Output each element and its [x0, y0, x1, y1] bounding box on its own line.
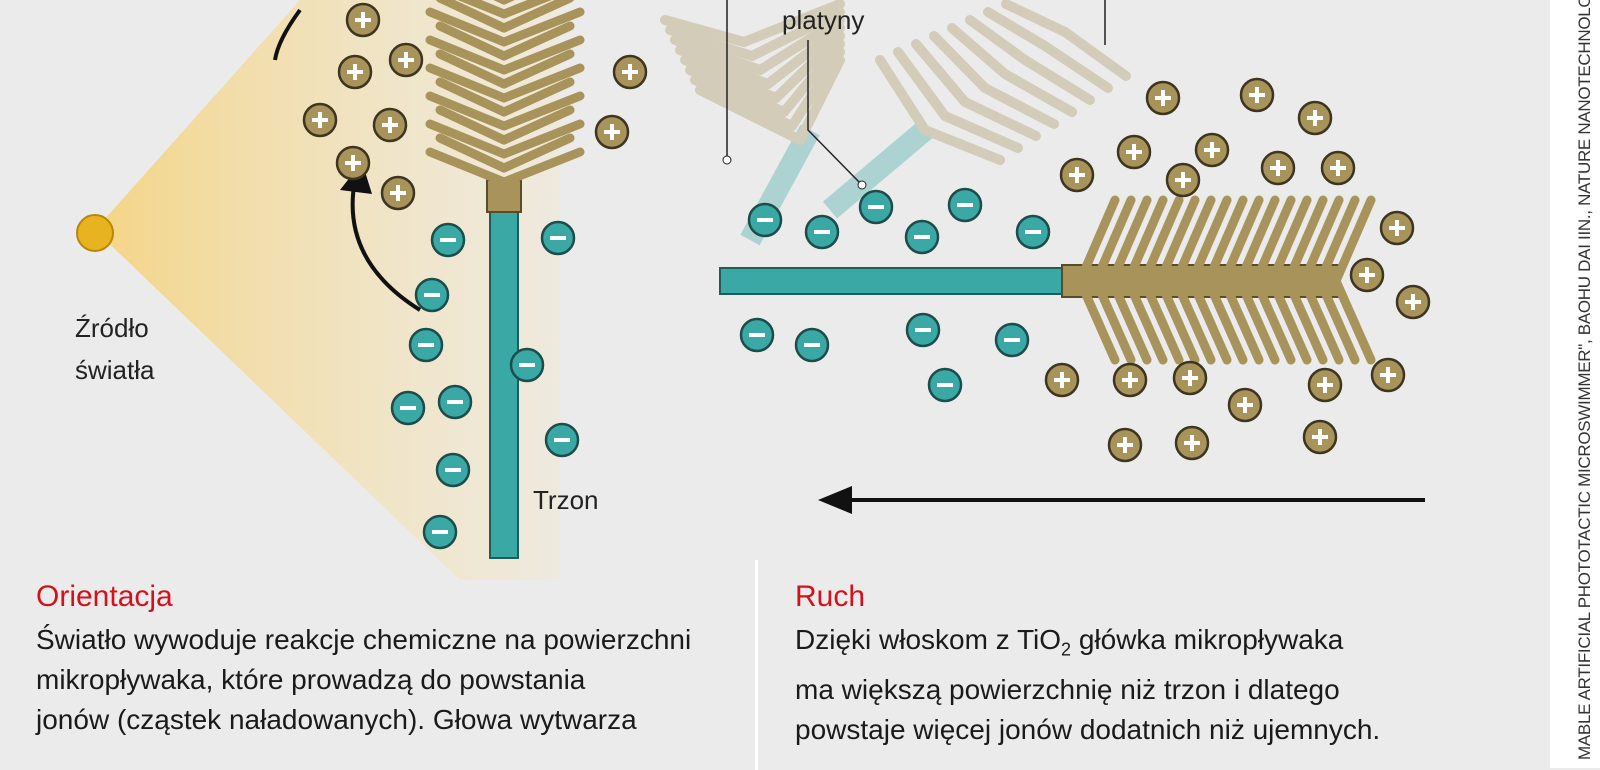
positive-ion-icon: [302, 102, 338, 138]
positive-ion-icon: [337, 54, 373, 90]
positive-ion-icon: [1307, 367, 1343, 403]
negative-ion-icon: [804, 214, 840, 250]
negative-ion-icon: [904, 219, 940, 255]
label-light-source-2: światła: [75, 355, 155, 385]
heading-motion: Ruch: [795, 580, 866, 613]
negative-ion-icon: [390, 390, 426, 426]
text-line: powstaje więcej jonów dodatnich niż ujem…: [795, 713, 1381, 745]
negative-ion-icon: [435, 452, 471, 488]
light-beam: [95, 0, 560, 580]
heading-orientation: Orientacja: [36, 580, 173, 613]
positive-ion-icon: [1395, 284, 1431, 320]
ghost-swimmers: [660, 0, 1131, 246]
head-horizontal-hairs: [1075, 195, 1376, 365]
negative-ion-icon: [1015, 214, 1051, 250]
label-platinum: platyny: [782, 5, 865, 35]
text-line: mikropływaka, które prowadzą do powstani…: [36, 664, 586, 695]
negative-ion-icon: [994, 322, 1030, 358]
positive-ion-icon: [1370, 357, 1406, 393]
positive-ion-icon: [1320, 150, 1356, 186]
positive-ion-icon: [1349, 257, 1385, 293]
positive-ion-icon: [1194, 132, 1230, 168]
positive-ion-icon: [1172, 360, 1208, 396]
negative-ion-icon: [414, 277, 450, 313]
positive-ion-icon: [1044, 362, 1080, 398]
positive-ion-icon: [1239, 77, 1275, 113]
positive-ion-icon: [1379, 210, 1415, 246]
positive-ion-icon: [1174, 425, 1210, 461]
motion-text: Dzięki włoskom z TiO2 główka mikropływak…: [795, 620, 1380, 750]
shaft-vertical: [489, 209, 519, 559]
negative-ion-icon: [408, 327, 444, 363]
positive-ion-icon: [380, 175, 416, 211]
negative-ion-icon: [794, 327, 830, 363]
rotation-arrow-top: [273, 8, 302, 61]
motion-arrow-head: [818, 486, 852, 514]
shaft-horizontal: [719, 267, 1066, 295]
positive-ion-icon: [1260, 150, 1296, 186]
negative-ion-icon: [858, 189, 894, 225]
head-vertical-hairs: [425, 0, 585, 187]
text-line: jonów (cząstek naładowanych). Głowa wytw…: [36, 704, 637, 735]
positive-ion-icon: [612, 54, 648, 90]
positive-ion-icon: [1297, 100, 1333, 136]
light-source-icon: [76, 214, 114, 252]
negative-ion-icon: [739, 317, 775, 353]
positive-ion-icon: [594, 114, 630, 150]
orientation-text: Światło wywoduje reakcje chemiczne na po…: [36, 620, 691, 740]
label-shaft: Trzon: [533, 485, 599, 515]
positive-ion-icon: [1165, 162, 1201, 198]
positive-ion-icon: [1059, 157, 1095, 193]
positive-ion-icon: [1145, 80, 1181, 116]
positive-ion-icon: [388, 42, 424, 78]
label-light-source-1: Źródło: [75, 313, 149, 343]
negative-ion-icon: [430, 222, 466, 258]
positive-ion-icon: [1227, 387, 1263, 423]
positive-ion-icon: [335, 145, 371, 181]
credit-strip: [1550, 0, 1600, 768]
negative-ion-icon: [540, 220, 576, 256]
negative-ion-icon: [437, 384, 473, 420]
rotation-arrow: [350, 179, 422, 312]
negative-ion-icon: [927, 367, 963, 403]
negative-ion-icon: [544, 422, 580, 458]
text-line: Światło wywoduje reakcje chemiczne na po…: [36, 624, 692, 655]
source-credit: MABLE ARTIFICIAL PHOTOTACTIC MICROSWIMME…: [1575, 0, 1594, 760]
positive-ion-icon: [372, 107, 408, 143]
negative-ion-icon: [422, 514, 458, 550]
positive-ion-icon: [1116, 134, 1152, 170]
positive-ion-icon: [1302, 419, 1338, 455]
text-line: Dzięki włoskom z TiO2 główka mikropływak…: [795, 624, 1344, 660]
positive-ion-icon: [345, 2, 381, 38]
negative-ion-icon: [747, 202, 783, 238]
negative-ion-icon: [947, 187, 983, 223]
positive-ion-icon: [1112, 362, 1148, 398]
text-line: ma większą powierzchnię niż trzon i dlat…: [795, 673, 1340, 705]
positive-ion-icon: [1107, 427, 1143, 463]
negative-ion-icon: [509, 347, 545, 383]
section-divider: [755, 560, 758, 770]
negative-ion-icon: [905, 312, 941, 348]
